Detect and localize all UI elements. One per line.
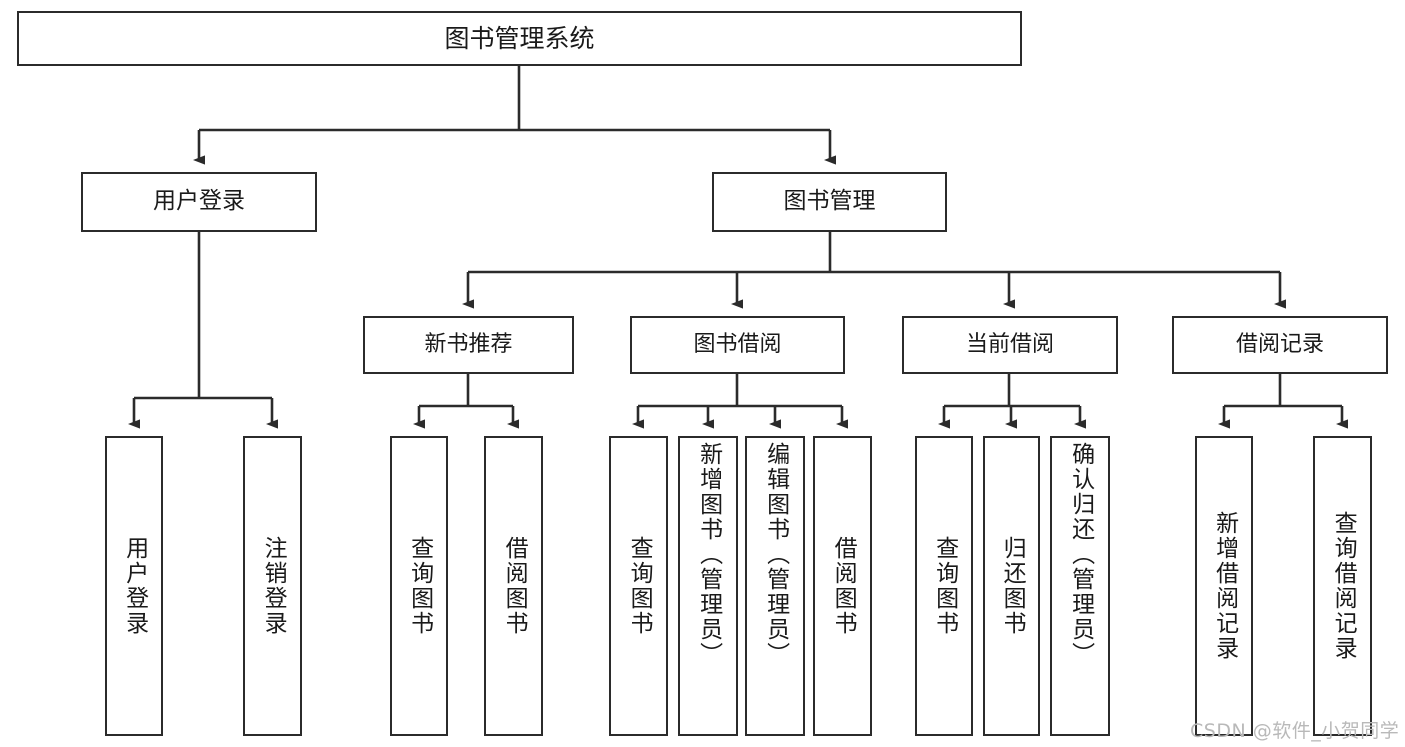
- node-book-management[interactable]: 图书管理: [712, 172, 947, 232]
- node-current-borrow[interactable]: 当前借阅: [902, 316, 1118, 374]
- leaf-query-book-borrow[interactable]: 查询图书: [609, 436, 668, 736]
- leaf-user-login[interactable]: 用户登录: [105, 436, 163, 736]
- leaf-query-book-recommend[interactable]: 查询图书: [390, 436, 448, 736]
- leaf-query-borrow-record[interactable]: 查询借阅记录: [1313, 436, 1372, 736]
- leaf-return-book[interactable]: 归还图书: [983, 436, 1040, 736]
- leaf-confirm-return-admin[interactable]: 确认归还（管理员）: [1050, 436, 1110, 736]
- leaf-edit-book-admin[interactable]: 编辑图书（管理员）: [745, 436, 805, 736]
- leaf-borrow-book[interactable]: 借阅图书: [813, 436, 872, 736]
- node-new-book-recommend[interactable]: 新书推荐: [363, 316, 574, 374]
- leaf-borrow-book-recommend[interactable]: 借阅图书: [484, 436, 543, 736]
- node-root-system[interactable]: 图书管理系统: [17, 11, 1022, 66]
- leaf-add-book-admin[interactable]: 新增图书（管理员）: [678, 436, 738, 736]
- node-borrow-record[interactable]: 借阅记录: [1172, 316, 1388, 374]
- node-user-login[interactable]: 用户登录: [81, 172, 317, 232]
- leaf-logout-login[interactable]: 注销登录: [243, 436, 302, 736]
- node-book-borrow[interactable]: 图书借阅: [630, 316, 845, 374]
- leaf-query-book-current[interactable]: 查询图书: [915, 436, 973, 736]
- csdn-watermark: CSDN @软件_小贺同学: [1190, 720, 1400, 742]
- leaf-add-borrow-record[interactable]: 新增借阅记录: [1195, 436, 1253, 736]
